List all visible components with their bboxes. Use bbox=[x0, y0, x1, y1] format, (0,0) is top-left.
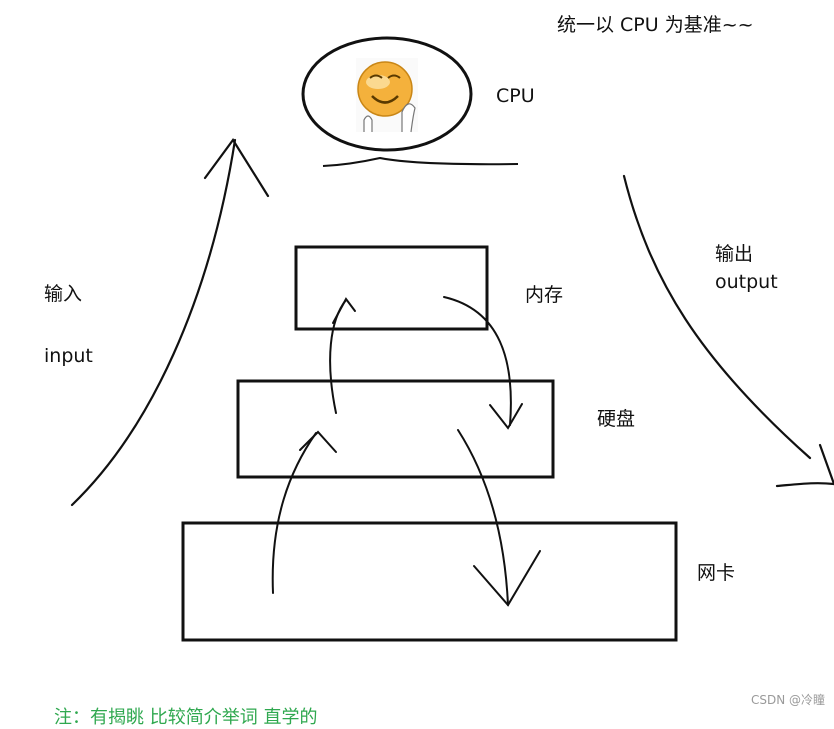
smiley-face-icon bbox=[356, 58, 418, 133]
input-label-en: input bbox=[44, 345, 93, 367]
output-arrow bbox=[622, 174, 834, 488]
disk-label: 硬盘 bbox=[597, 408, 636, 430]
input-label-zh: 输入 bbox=[44, 283, 83, 305]
memory-box bbox=[294, 245, 489, 331]
disk-to-nic-arrow bbox=[457, 429, 541, 607]
bottom-note: 注：有揭眺 比较简介举词 直学的 bbox=[54, 707, 318, 728]
disk-box bbox=[236, 379, 555, 479]
disk-to-memory-arrow bbox=[329, 297, 356, 414]
cpu-underline bbox=[322, 156, 519, 167]
cpu-ellipse bbox=[301, 36, 473, 152]
output-label-zh: 输出 bbox=[715, 243, 754, 265]
cpu-label: CPU bbox=[496, 85, 535, 107]
memory-label: 内存 bbox=[525, 284, 564, 306]
csdn-watermark: CSDN @冷瞳 bbox=[751, 693, 826, 707]
output-label-en: output bbox=[715, 271, 778, 293]
nic-to-disk-arrow bbox=[271, 430, 337, 594]
nic-box bbox=[181, 521, 678, 642]
input-arrow bbox=[70, 138, 270, 507]
diagram-heading: 统一以 CPU 为基准~~ bbox=[557, 14, 754, 36]
nic-label: 网卡 bbox=[697, 562, 736, 584]
memory-to-disk-arrow bbox=[443, 296, 523, 430]
diagram-canvas bbox=[70, 36, 834, 642]
